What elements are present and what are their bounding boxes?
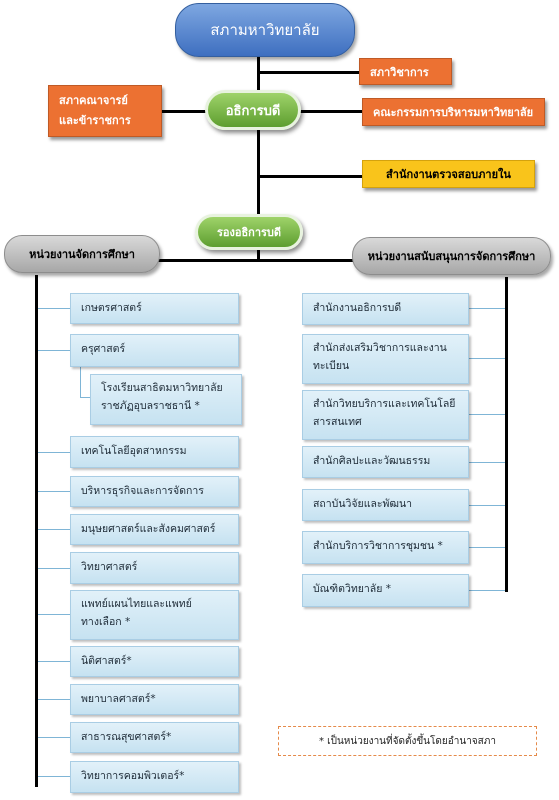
president-node: อธิการบดี (205, 90, 301, 130)
unit-label: สาธารณสุขศาสตร์* (81, 731, 172, 743)
unit-academic-promotion-registration: สำนักส่งเสริมวิชาการและงาน ทะเบียน (302, 334, 469, 384)
unit-graduate-school: บัณฑิตวิทยาลัย * (302, 574, 469, 607)
unit-library-information-technology: สำนักวิทยบริการและเทคโนโลยี สารสนเทศ (302, 390, 469, 440)
academic-units-group-label: หน่วยงานจัดการศึกษา (29, 248, 135, 261)
senate-label-line1: สภาคณาจารย์ (59, 94, 128, 108)
academic-council-box: สภาวิชาการ (359, 58, 452, 85)
connector-right-unit (469, 505, 505, 506)
connector-left-unit (38, 568, 70, 569)
unit-label: วิทยาการคอมพิวเตอร์* (81, 770, 185, 782)
trunk-line-bottom (257, 245, 260, 260)
president-label: อธิการบดี (225, 103, 281, 119)
trunk-line-top (257, 55, 260, 95)
unit-community-academic-service: สำนักบริการวิชาการชุมชน * (302, 531, 469, 564)
internal-audit-label: สำนักงานตรวจสอบภายใน (386, 168, 511, 181)
connector-demo-school (80, 397, 90, 398)
right-spine-line (505, 277, 508, 592)
unit-label: บริหารธุรกิจและการจัดการ (81, 485, 204, 497)
unit-agriculture: เกษตรศาสตร์ (70, 293, 239, 324)
connector-left-unit (38, 661, 70, 662)
internal-audit-box: สำนักงานตรวจสอบภายใน (362, 160, 535, 188)
unit-humanities-social-sciences: มนุษยศาสตร์และสังคมศาสตร์ (70, 514, 239, 545)
unit-label: สำนักงานอธิการบดี (313, 302, 402, 314)
connector-left-unit (38, 737, 70, 738)
connector-left-unit (38, 452, 70, 453)
unit-education: ครุศาสตร์ (70, 334, 239, 367)
unit-label: สำนักบริการวิชาการชุมชน * (313, 540, 443, 552)
connector-left-unit (38, 614, 70, 615)
unit-law: นิติศาสตร์* (70, 646, 239, 677)
academic-council-label: สภาวิชาการ (370, 65, 429, 79)
connector-senate (162, 110, 212, 113)
connector-demo-school-vertical (80, 367, 81, 397)
connector-left-unit (38, 491, 70, 492)
university-council-node: สภามหาวิทยาลัย (175, 3, 355, 57)
unit-label: สถาบันวิจัยและพัฒนา (313, 498, 413, 510)
connector-audit (257, 175, 362, 178)
unit-computer-science: วิทยาการคอมพิวเตอร์* (70, 761, 239, 793)
executive-committee-box: คณะกรรมการบริหารมหาวิทยาลัย (362, 98, 545, 126)
unit-label-line2: ราชภัฏอุบลราชธานี * (101, 399, 200, 412)
unit-label-line2: สารสนเทศ (313, 415, 362, 428)
unit-public-health: สาธารณสุขศาสตร์* (70, 722, 239, 753)
academic-units-group: หน่วยงานจัดการศึกษา (4, 235, 160, 273)
unit-label-line2: ทางเลือก * (81, 615, 131, 628)
senate-box: สภาคณาจารย์ และข้าราชการ (48, 85, 162, 137)
connector-right-unit (469, 414, 505, 415)
connector-right-unit (469, 547, 505, 548)
connector-left-unit (38, 308, 70, 309)
unit-nursing: พยาบาลศาสตร์* (70, 684, 239, 715)
connector-left-unit (38, 529, 70, 530)
unit-label: พยาบาลศาสตร์* (81, 693, 156, 705)
unit-label-line1: แพทย์แผนไทยและแพทย์ (81, 598, 192, 610)
unit-office-of-president: สำนักงานอธิการบดี (302, 293, 469, 325)
connector-right-unit (469, 308, 505, 309)
left-spine-line (35, 275, 38, 787)
connector-exec-committee (300, 110, 362, 113)
support-units-group-label: หน่วยงานสนับสนุนการจัดการศึกษา (367, 250, 536, 263)
unit-science: วิทยาศาสตร์ (70, 552, 239, 584)
connector-council-academic (257, 71, 359, 74)
unit-industrial-technology: เทคโนโลยีอุตสาหกรรม (70, 436, 239, 468)
unit-label-line1: สำนักส่งเสริมวิชาการและงาน (313, 342, 447, 354)
unit-label-line1: สำนักวิทยบริการและเทคโนโลยี (313, 398, 456, 410)
unit-label: บัณฑิตวิทยาลัย * (313, 583, 391, 595)
footnote-text: * เป็นหน่วยงานที่จัดตั้งขึ้นโดยอำนาจสภา (319, 735, 496, 747)
support-units-group: หน่วยงานสนับสนุนการจัดการศึกษา (352, 237, 551, 275)
footnote-box: * เป็นหน่วยงานที่จัดตั้งขึ้นโดยอำนาจสภา (278, 726, 537, 756)
unit-label: เทคโนโลยีอุตสาหกรรม (81, 445, 187, 457)
unit-label-line2: ทะเบียน (313, 359, 350, 372)
unit-business-administration: บริหารธุรกิจและการจัดการ (70, 476, 239, 507)
unit-label: สำนักศิลปะและวัฒนธรรม (313, 455, 431, 467)
university-council-label: สภามหาวิทยาลัย (210, 21, 320, 39)
vice-president-node: รองอธิการบดี (195, 214, 303, 250)
unit-label: วิทยาศาสตร์ (81, 561, 138, 573)
unit-label: มนุษยศาสตร์และสังคมศาสตร์ (81, 523, 216, 535)
connector-right-unit (469, 358, 505, 359)
unit-label: ครุศาสตร์ (81, 343, 126, 355)
connector-left-unit (38, 350, 70, 351)
horizontal-branch-line (150, 259, 355, 262)
trunk-line-middle (257, 128, 260, 218)
senate-label-line2: และข้าราชการ (59, 114, 131, 127)
unit-label: เกษตรศาสตร์ (81, 302, 142, 314)
connector-left-unit (38, 699, 70, 700)
unit-thai-traditional-medicine: แพทย์แผนไทยและแพทย์ ทางเลือก * (70, 590, 239, 640)
unit-label-line1: โรงเรียนสาธิตมหาวิทยาลัย (101, 382, 223, 394)
vice-president-label: รองอธิการบดี (216, 226, 282, 239)
connector-right-unit (469, 462, 505, 463)
unit-demonstration-school: โรงเรียนสาธิตมหาวิทยาลัย ราชภัฏอุบลราชธา… (90, 374, 242, 425)
executive-committee-label: คณะกรรมการบริหารมหาวิทยาลัย (373, 106, 534, 119)
unit-label: นิติศาสตร์* (81, 655, 132, 667)
connector-left-unit (38, 776, 70, 777)
connector-right-unit (469, 590, 505, 591)
unit-research-development: สถาบันวิจัยและพัฒนา (302, 489, 469, 521)
unit-arts-culture: สำนักศิลปะและวัฒนธรรม (302, 446, 469, 478)
